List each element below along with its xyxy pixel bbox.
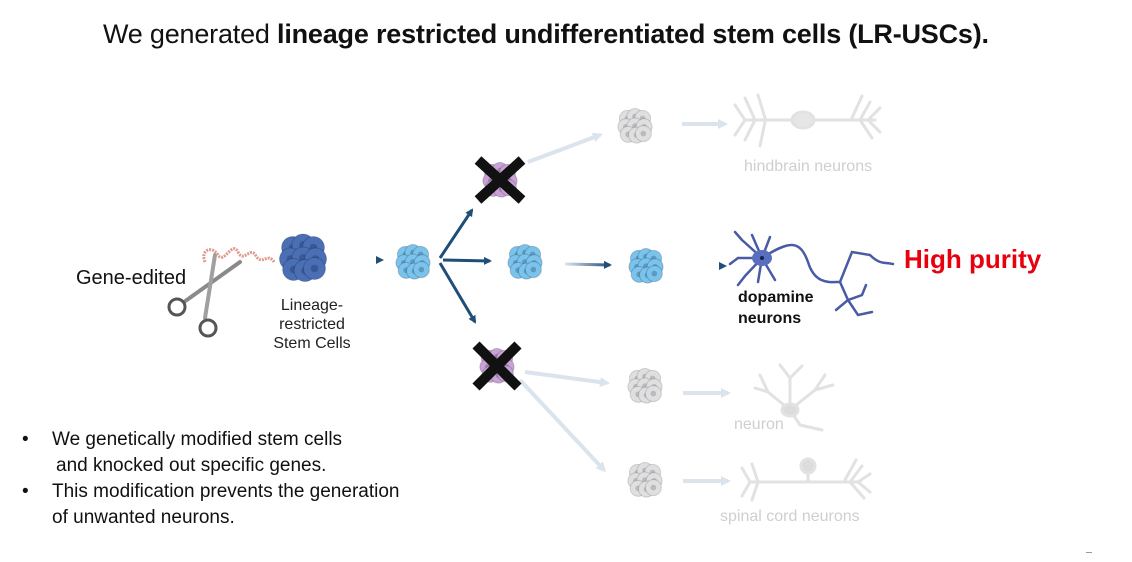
title-bold: lineage restricted undifferentiated stem… <box>277 19 989 49</box>
bullet-1-line2: and knocked out specific genes. <box>56 455 327 476</box>
high-purity-label: High purity <box>904 244 1042 274</box>
stem-cells-label-line3: Stem Cells <box>273 335 351 352</box>
dopamine-neurons-label: dopamine neurons <box>738 287 814 329</box>
slide-title: We generated lineage restricted undiffer… <box>103 19 989 50</box>
scissors-icon <box>167 253 242 338</box>
arrow-middle-to-progenitor2 <box>564 260 612 269</box>
neuron-icon <box>753 363 835 432</box>
neuron-label: neuron <box>734 416 784 433</box>
bullet-1-line1: We genetically modified stem cells <box>52 429 343 450</box>
arrow-faded-hindbrain <box>527 132 603 164</box>
dna-strand-icon <box>202 247 276 263</box>
blocked-x-icon-bottom <box>472 341 522 391</box>
blocked-x-icon-top <box>474 156 526 204</box>
bullet-item: • This modification prevents the generat… <box>22 479 399 531</box>
bullet-2-line2: of unwanted neurons. <box>52 507 235 528</box>
faded-cluster-spinal <box>627 462 663 498</box>
arrow-faded-neuron <box>524 370 610 388</box>
bullet-list: • We genetically modified stem cells and… <box>22 427 399 531</box>
arrow-to-blocked-top <box>438 208 474 259</box>
stem-cells-label-line2: restricted <box>279 316 345 333</box>
spinal-cord-neuron-icon <box>740 457 872 502</box>
progenitor-cluster-3 <box>628 248 664 284</box>
bullet-dot: • <box>22 481 29 502</box>
stem-cell-cluster-icon <box>278 233 328 283</box>
stem-cells-label-line1: Lineage- <box>280 297 344 314</box>
arrow-to-blocked-bottom <box>438 262 477 324</box>
gene-edited-label: Gene-edited <box>76 267 187 289</box>
bullet-2-line1: This modification prevents the generatio… <box>52 481 400 502</box>
page-number-mark <box>1086 552 1092 553</box>
dopamine-label-line1: dopamine <box>738 289 814 306</box>
faded-cluster-hindbrain <box>617 108 653 144</box>
arrow-to-middle <box>442 256 492 265</box>
dopamine-label-line2: neurons <box>738 310 802 327</box>
title-prefix: We generated <box>103 19 278 49</box>
bullet-item: • We genetically modified stem cells and… <box>22 427 399 479</box>
hindbrain-neuron-icon <box>733 93 882 148</box>
spinal-cord-neurons-label: spinal cord neurons <box>720 508 860 525</box>
stem-cell-cluster <box>278 233 328 283</box>
hindbrain-neurons-label: hindbrain neurons <box>744 158 873 175</box>
faded-cluster-neuron <box>627 368 663 404</box>
bullet-dot: • <box>22 429 29 450</box>
progenitor-cluster-2 <box>507 244 543 280</box>
progenitor-cluster-1 <box>395 244 431 280</box>
stem-cells-label: Lineage- restricted Stem Cells <box>262 296 362 353</box>
dopamine-neuron-icon <box>728 230 895 317</box>
arrow-faded-spinal <box>518 378 607 473</box>
